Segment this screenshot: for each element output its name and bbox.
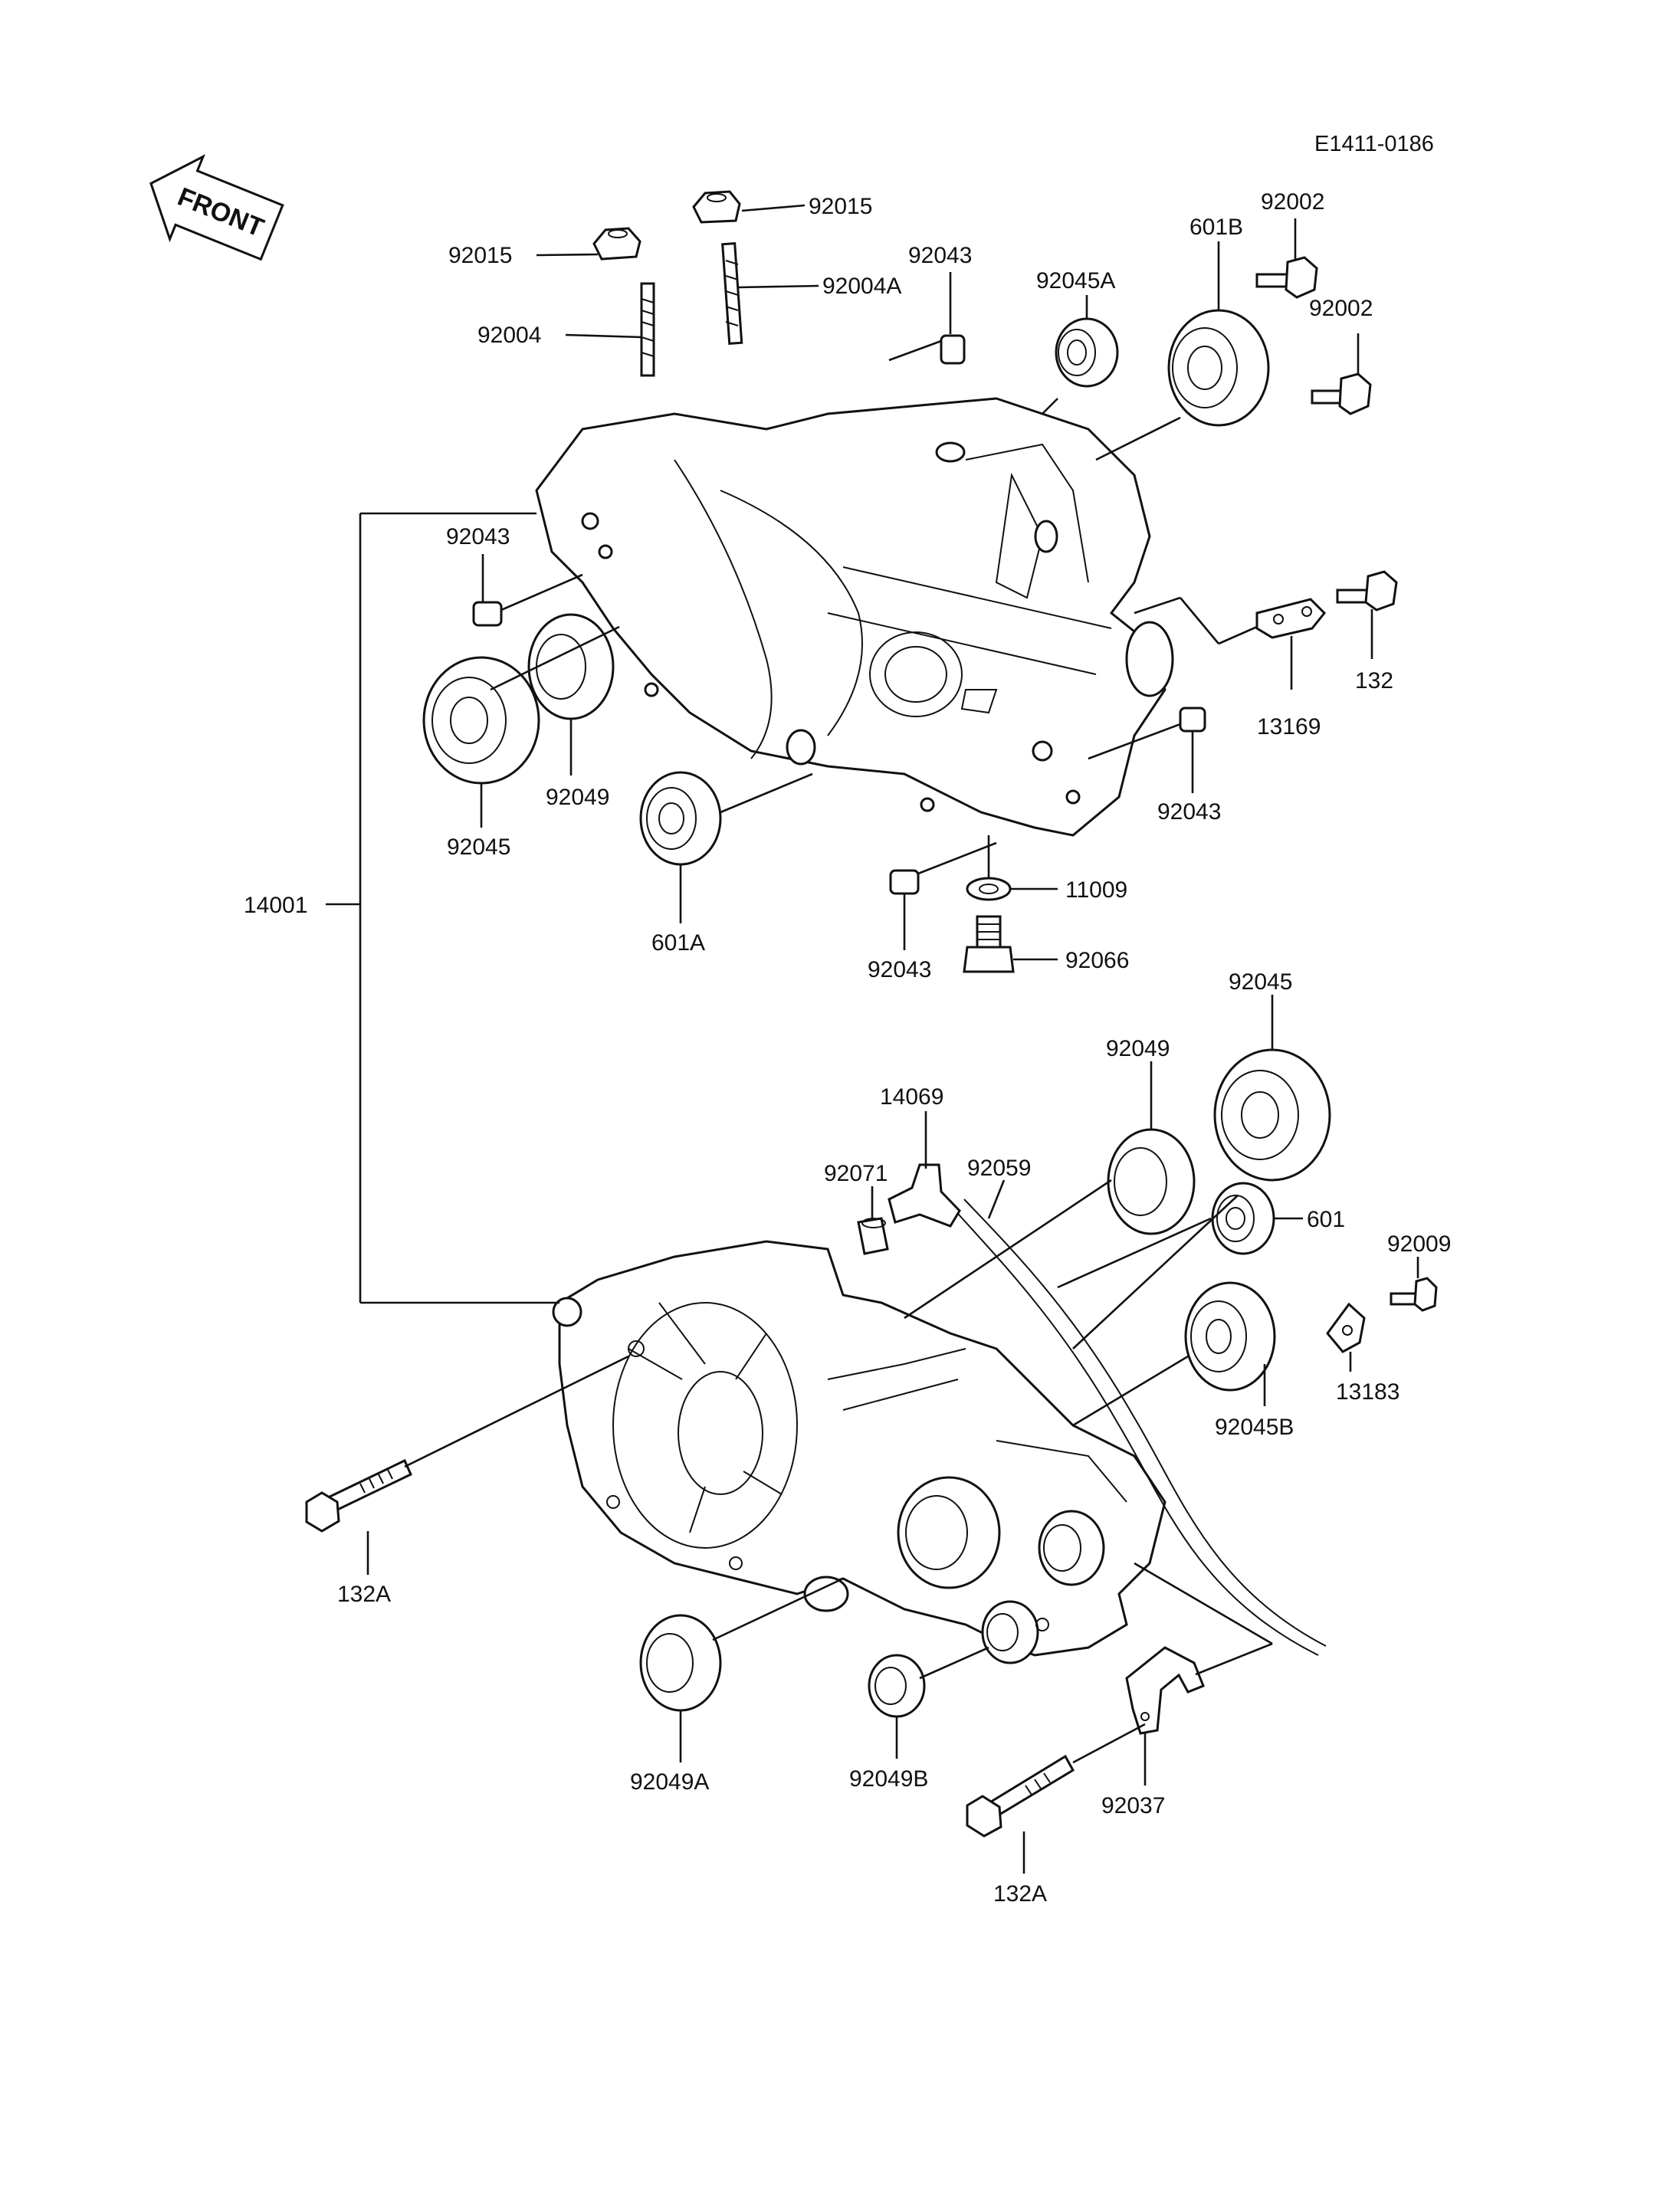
oil-seal-92049-right (1107, 1128, 1196, 1235)
bearing-92045A (1055, 317, 1119, 388)
front-arrow-icon: FRONT (149, 154, 284, 261)
plate-13169 (1255, 598, 1327, 639)
label-92045A: 92045A (1036, 268, 1115, 293)
leader-lines (326, 204, 1419, 1874)
label-132A-left: 132A (337, 1582, 391, 1607)
label-132: 132 (1355, 668, 1393, 694)
label-92045-left: 92045 (447, 835, 510, 860)
label-92059: 92059 (967, 1156, 1031, 1181)
label-92043-top: 92043 (908, 243, 972, 268)
reference-code: E1411-0186 (1314, 132, 1434, 156)
bracket-92037 (1125, 1646, 1205, 1735)
label-92071: 92071 (824, 1161, 888, 1186)
label-92015-left: 92015 (448, 243, 512, 268)
plate-13183 (1326, 1302, 1366, 1353)
label-92043-bottom: 92043 (868, 957, 931, 982)
label-92045-right: 92045 (1229, 969, 1292, 995)
bolt-92009 (1390, 1277, 1438, 1312)
label-92043-right: 92043 (1157, 799, 1221, 825)
bolt-132 (1336, 570, 1398, 612)
bearing-601B (1167, 309, 1270, 427)
bolt-132A-bottom (966, 1754, 1075, 1838)
label-92002-mid: 92002 (1309, 296, 1373, 321)
bearing-92045-left (422, 656, 540, 785)
elbow-14069 (888, 1163, 961, 1228)
label-601: 601 (1307, 1207, 1345, 1232)
label-13183: 13183 (1336, 1379, 1399, 1405)
grommet-92071 (857, 1217, 889, 1255)
part-labels: 92015 92015 92004 92004A 92043 92045A 60… (244, 189, 1451, 1907)
upper-crankcase-half (535, 397, 1174, 837)
bolt-92002-top (1255, 256, 1318, 299)
bearing-601A (639, 771, 722, 866)
drain-bolt-92066 (963, 915, 1015, 973)
label-92066: 92066 (1065, 948, 1129, 973)
label-11009: 11009 (1065, 877, 1127, 903)
label-92037: 92037 (1101, 1793, 1165, 1818)
oil-seal-92049B (868, 1654, 926, 1718)
label-601A: 601A (651, 930, 705, 956)
bolt-132A-left (305, 1458, 412, 1533)
nut-92015-left (592, 227, 641, 261)
label-92015-right: 92015 (809, 194, 872, 219)
label-92004: 92004 (477, 323, 541, 348)
label-14001: 14001 (244, 893, 307, 918)
dowel-pin-92043-left (472, 601, 503, 627)
label-601B: 601B (1189, 215, 1243, 240)
label-132A-bottom: 132A (993, 1881, 1047, 1907)
oil-seal-92049-left (527, 613, 615, 720)
label-14069: 14069 (880, 1084, 943, 1110)
washer-11009 (966, 877, 1012, 901)
bolt-92002-mid (1311, 372, 1372, 415)
breather-tube-92059 (951, 1199, 1327, 1656)
label-92045B: 92045B (1215, 1415, 1294, 1440)
label-92043-left: 92043 (446, 524, 510, 549)
stud-92004A (721, 241, 743, 345)
label-92009: 92009 (1387, 1231, 1451, 1257)
label-92002-top: 92002 (1261, 189, 1324, 215)
label-92049-left: 92049 (546, 785, 609, 810)
oil-seal-92049A (639, 1614, 722, 1712)
label-92049B: 92049B (849, 1766, 928, 1792)
bearing-92045-right (1213, 1048, 1331, 1182)
label-13169: 13169 (1257, 714, 1321, 739)
dowel-pin-92043-bottom (889, 869, 920, 895)
bearing-92045B (1184, 1281, 1276, 1392)
dowel-pin-92043-right (1179, 707, 1206, 733)
dowel-pin-92043-top (940, 334, 966, 365)
bearing-601 (1211, 1182, 1275, 1255)
nut-92015-right (692, 190, 741, 224)
stud-92004 (640, 282, 655, 377)
label-92049-right: 92049 (1106, 1036, 1170, 1061)
label-92049A: 92049A (630, 1769, 709, 1795)
label-92004A: 92004A (822, 274, 901, 299)
lower-crankcase-half (552, 1240, 1166, 1664)
